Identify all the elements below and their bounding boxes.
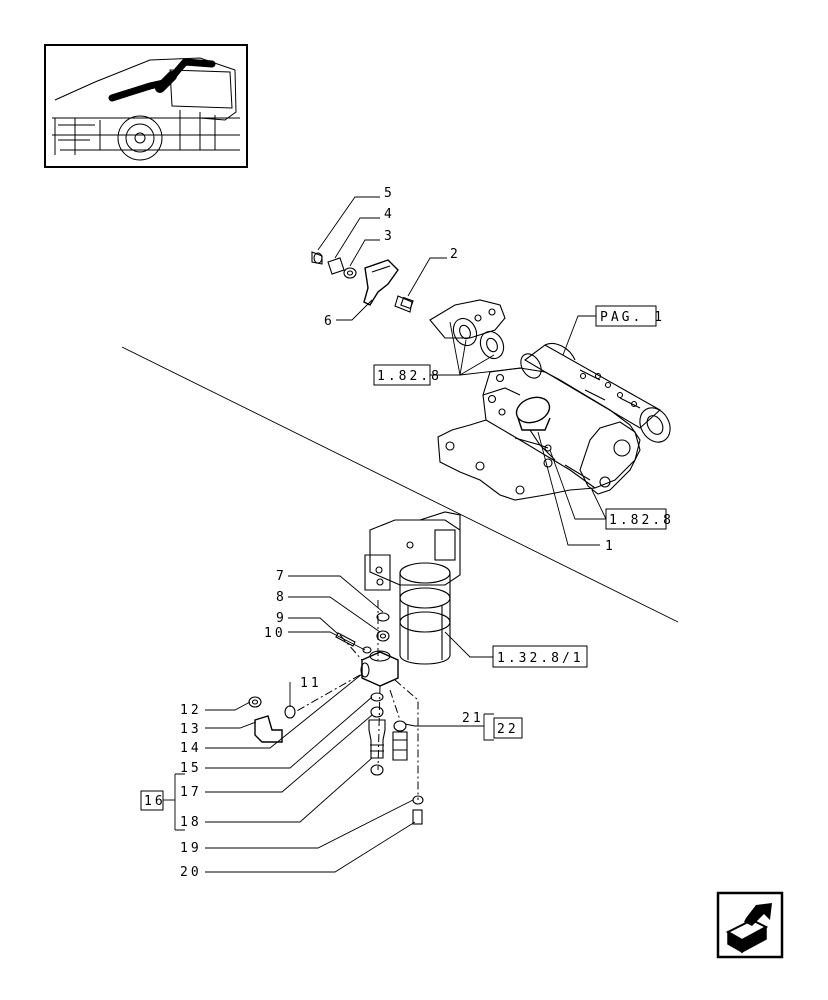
label-11: 11 (300, 676, 322, 691)
label-12: 12 (180, 703, 202, 718)
next-page-arrow-icon[interactable] (716, 891, 784, 959)
lift-arm (564, 421, 641, 495)
bushing-set (429, 299, 506, 360)
tee-fitting (360, 650, 399, 687)
part-labels: 5 4 3 2 6 1 7 8 9 10 11 12 13 14 15 17 1… (180, 186, 616, 880)
washer-8 (376, 630, 390, 642)
label-17: 17 (180, 785, 202, 800)
label-6: 6 (324, 314, 335, 329)
label-9: 9 (276, 611, 287, 626)
oring-11 (284, 705, 296, 719)
label-2: 2 (450, 247, 461, 262)
ref-box-182-left[interactable]: 1.82.8 (373, 364, 442, 386)
label-box-16: 16 (140, 790, 166, 811)
label-1: 1 (605, 539, 616, 554)
svg-text:PAG. 1: PAG. 1 (600, 310, 665, 325)
leader-lines (163, 196, 607, 873)
label-21: 21 (462, 711, 484, 726)
label-13: 13 (180, 722, 202, 737)
svg-text:1.82.8: 1.82.8 (377, 369, 442, 384)
label-3: 3 (384, 229, 395, 244)
label-14: 14 (180, 741, 202, 756)
fittings-stack (368, 692, 424, 825)
splined-shaft (520, 342, 671, 443)
label-5: 5 (384, 186, 395, 201)
valve-block (364, 511, 461, 591)
ref-box-182-right[interactable]: 1.82.8 (605, 508, 674, 530)
svg-text:22: 22 (497, 722, 519, 737)
part-2-pin (394, 295, 414, 313)
label-19: 19 (180, 841, 202, 856)
part-1-sleeve (515, 396, 552, 452)
label-4: 4 (384, 207, 395, 222)
elbow-13 (248, 696, 283, 743)
part-6-lever (363, 259, 399, 306)
washer-8-hole (379, 633, 387, 639)
label-15: 15 (180, 761, 202, 776)
label-10: 10 (264, 626, 286, 641)
label-8: 8 (276, 590, 287, 605)
washer-7 (376, 612, 390, 622)
svg-text:16: 16 (144, 794, 166, 809)
label-20: 20 (180, 865, 202, 880)
ref-box-1328[interactable]: 1.32.8/1 (492, 645, 588, 668)
label-7: 7 (276, 569, 287, 584)
separator-line (121, 346, 679, 623)
locator-thumbnail[interactable] (44, 44, 248, 168)
svg-text:1.32.8/1: 1.32.8/1 (497, 651, 584, 666)
label-18: 18 (180, 815, 202, 830)
filter-canister (399, 562, 451, 665)
svg-text:1.82.8: 1.82.8 (609, 513, 674, 528)
label-box-22: 22 (493, 717, 523, 739)
part-3-4-5-stack (311, 251, 357, 279)
ref-box-pag[interactable]: PAG. 1 (595, 305, 665, 327)
